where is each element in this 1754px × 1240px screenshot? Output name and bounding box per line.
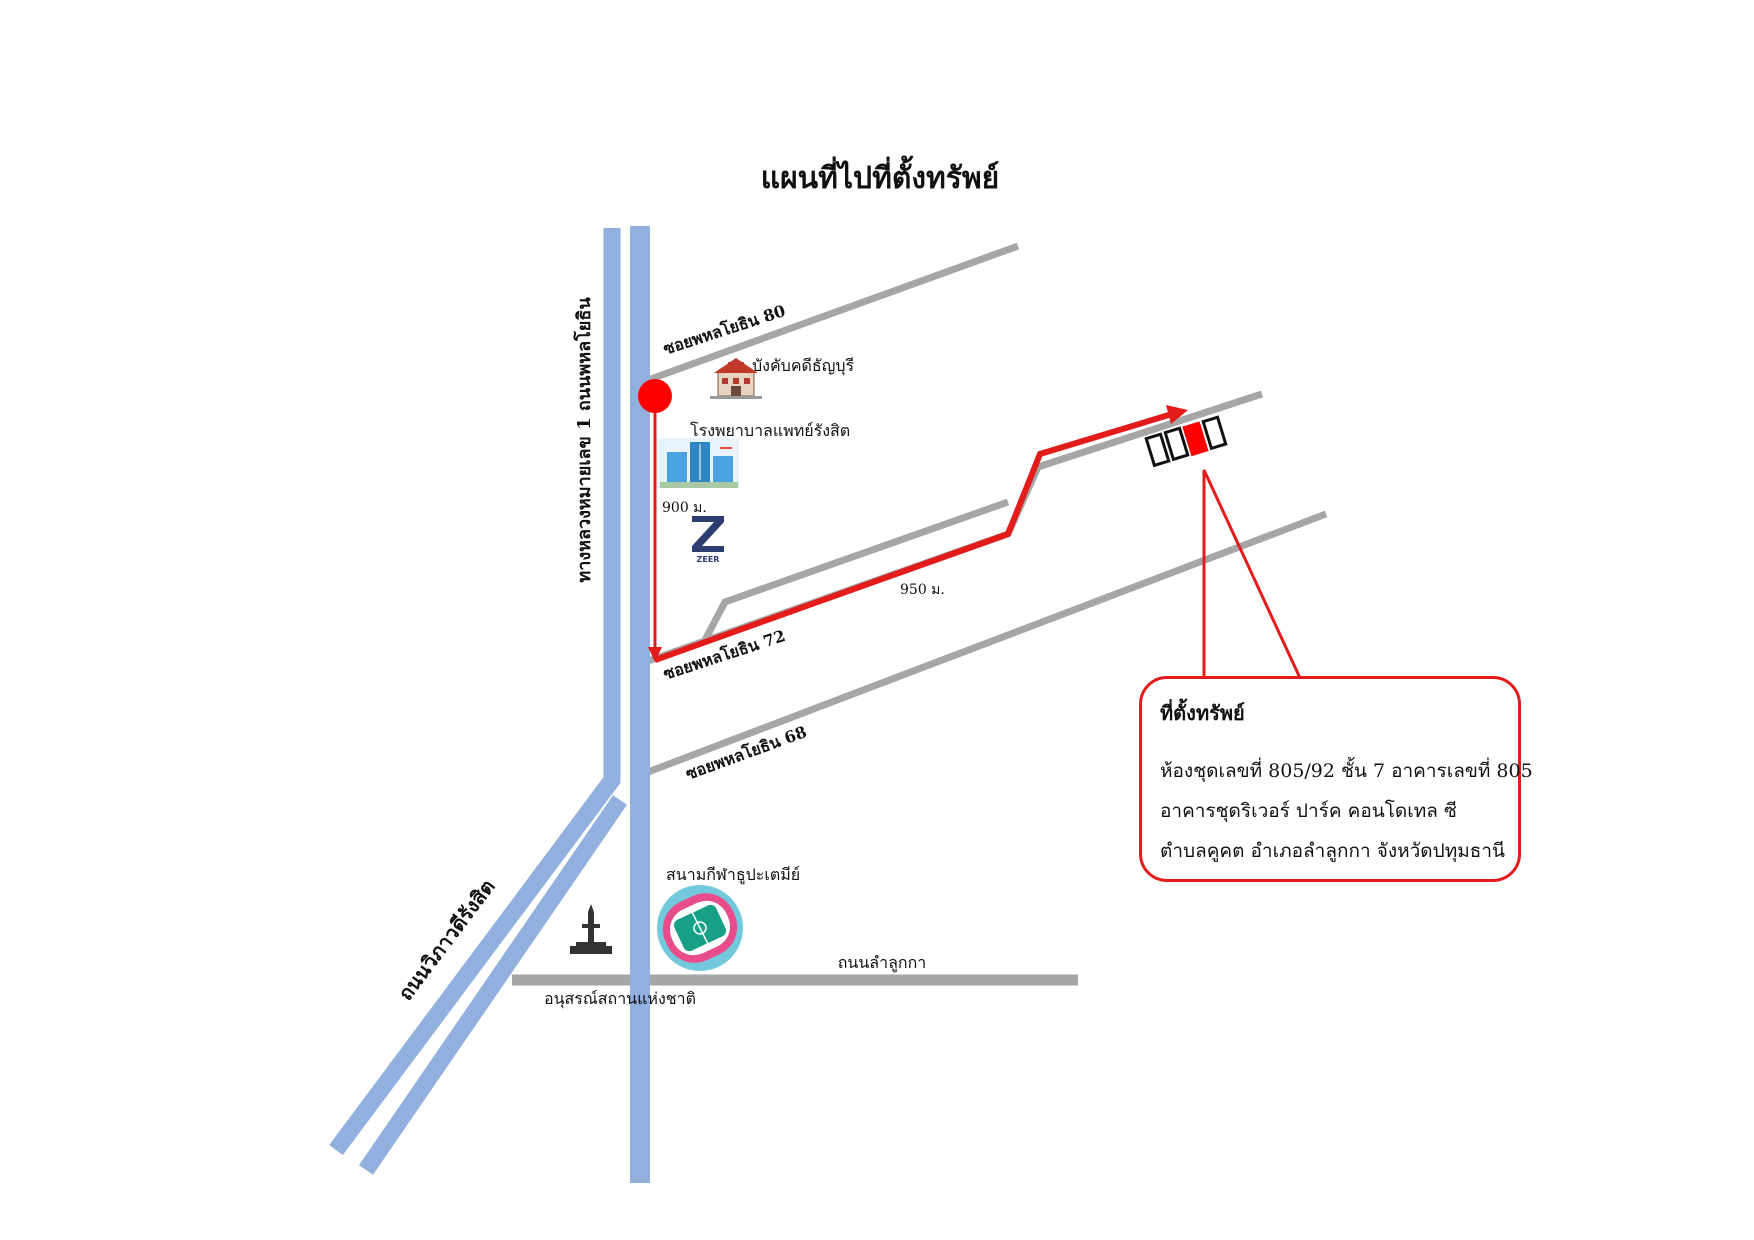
property-info-heading: ที่ตั้งทรัพย์ bbox=[1160, 701, 1245, 725]
road-label-lam-luk-ka: ถนนลำลูกกา bbox=[838, 953, 927, 973]
property-info-callout: ที่ตั้งทรัพย์ ห้องชุดเลขที่ 805/92 ชั้น … bbox=[1139, 676, 1533, 882]
route-arrowhead-east bbox=[1166, 405, 1188, 424]
vibhavadi-road-lane bbox=[358, 795, 628, 1175]
svg-text:ZEER: ZEER bbox=[697, 555, 720, 564]
soi-68-road bbox=[646, 510, 1328, 776]
stadium-icon bbox=[657, 885, 743, 971]
landmark-label-stadium: สนามกีฬาธูปะเตมีย์ bbox=[666, 865, 800, 885]
soi-72-branch bbox=[701, 498, 1010, 642]
distance-label-east: 950 ม. bbox=[900, 582, 945, 598]
main-roads bbox=[329, 226, 650, 1183]
soi-80-road bbox=[646, 242, 1020, 384]
phahon-yothin-road-left-lane bbox=[329, 228, 621, 1156]
road-label-phahon-yothin: ทางหลวงหมายเลข 1 ถนนพหลโยธิน bbox=[573, 297, 595, 583]
landmark-label-school: บังคับคดีธัญบุรี bbox=[752, 356, 854, 376]
landmark-label-monument: อนุสรณ์สถานแห่งชาติ bbox=[544, 989, 696, 1009]
landmark-label-hospital: โรงพยาบาลแพทย์รังสิต bbox=[690, 421, 850, 440]
school-building-icon bbox=[710, 358, 762, 399]
property-info-line-1: ห้องชุดเลขที่ 805/92 ชั้น 7 อาคารเลขที่ … bbox=[1160, 760, 1533, 782]
property-info-line-3: ตำบลคูคต อำเภอลำลูกกา จังหวัดปทุมธานี bbox=[1160, 840, 1505, 862]
route-arrowhead-south bbox=[648, 647, 662, 662]
hospital-building-icon bbox=[657, 438, 739, 488]
zeer-logo-icon: ZEER bbox=[692, 516, 724, 564]
start-point-icon bbox=[638, 379, 672, 413]
property-info-line-2: อาคารชุดริเวอร์ ปาร์ค คอนโดเทล ซี bbox=[1160, 800, 1457, 822]
monument-icon bbox=[570, 904, 612, 954]
distance-label-south: 900 ม. bbox=[662, 500, 707, 516]
route-path bbox=[648, 396, 1302, 679]
route-segment-east bbox=[653, 411, 1173, 663]
target-building-icon bbox=[1144, 415, 1228, 468]
callout-leader-line bbox=[1202, 469, 1302, 679]
map-title: แผนที่ไปที่ตั้งทรัพย์ bbox=[761, 155, 999, 196]
